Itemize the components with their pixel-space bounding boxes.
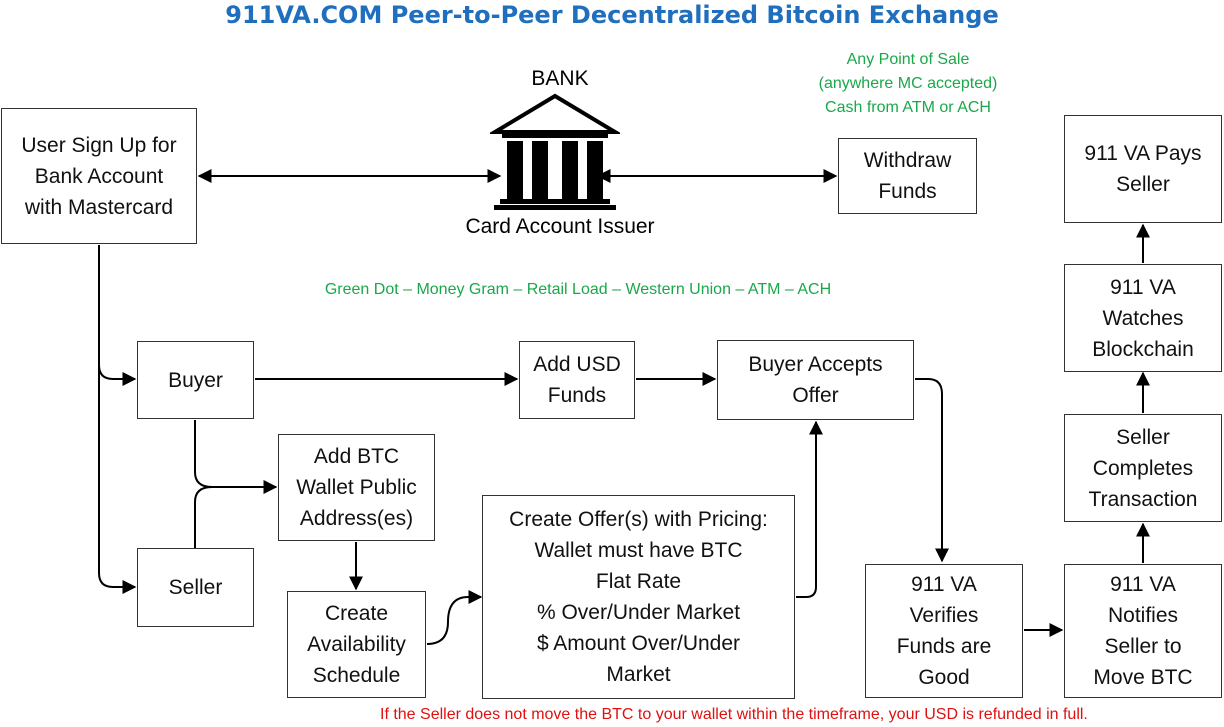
create-offer-box: Create Offer(s) with Pricing: Wallet mus… <box>482 495 795 699</box>
withdraw-funds-box: Withdraw Funds <box>838 138 977 214</box>
arrow-offer-accepts <box>796 420 823 598</box>
notifies-seller-box: 911 VA Notifies Seller to Move BTC <box>1064 564 1222 698</box>
buyer-box: Buyer <box>137 341 254 419</box>
add-btc-wallet-box: Add BTC Wallet Public Address(es) <box>278 434 435 541</box>
watches-blockchain-box: 911 VA Watches Blockchain <box>1064 264 1222 372</box>
verifies-funds-box: 911 VA Verifies Funds are Good <box>865 564 1023 698</box>
arrow-accepts-verifies <box>915 378 949 563</box>
pays-seller-box: 911 VA Pays Seller <box>1064 115 1222 223</box>
arrow-schedule-offer <box>426 590 483 645</box>
page-title: 911VA.COM Peer-to-Peer Decentralized Bit… <box>225 1 999 29</box>
add-usd-box: Add USD Funds <box>519 341 635 419</box>
seller-box: Seller <box>137 548 254 627</box>
bank-label: BANK <box>531 67 589 90</box>
arrow-seller-addbtc <box>194 486 213 548</box>
signup-box: User Sign Up for Bank Account with Maste… <box>1 108 197 244</box>
availability-schedule-box: Create Availability Schedule <box>287 591 426 698</box>
bank-building-icon <box>490 93 620 210</box>
pos-note: Any Point of Sale (anywhere MC accepted)… <box>818 51 998 116</box>
funding-note: Green Dot – Money Gram – Retail Load – W… <box>324 281 832 298</box>
bank-caption: Card Account Issuer <box>465 215 655 238</box>
seller-completes-box: Seller Completes Transaction <box>1064 414 1222 522</box>
buyer-accepts-box: Buyer Accepts Offer <box>717 340 914 420</box>
arrow-signup-buyer <box>98 245 137 386</box>
arrow-signup-seller <box>98 365 137 594</box>
arrow-buyer-addbtc <box>194 420 278 494</box>
refund-note: If the Seller does not move the BTC to y… <box>380 706 1088 723</box>
